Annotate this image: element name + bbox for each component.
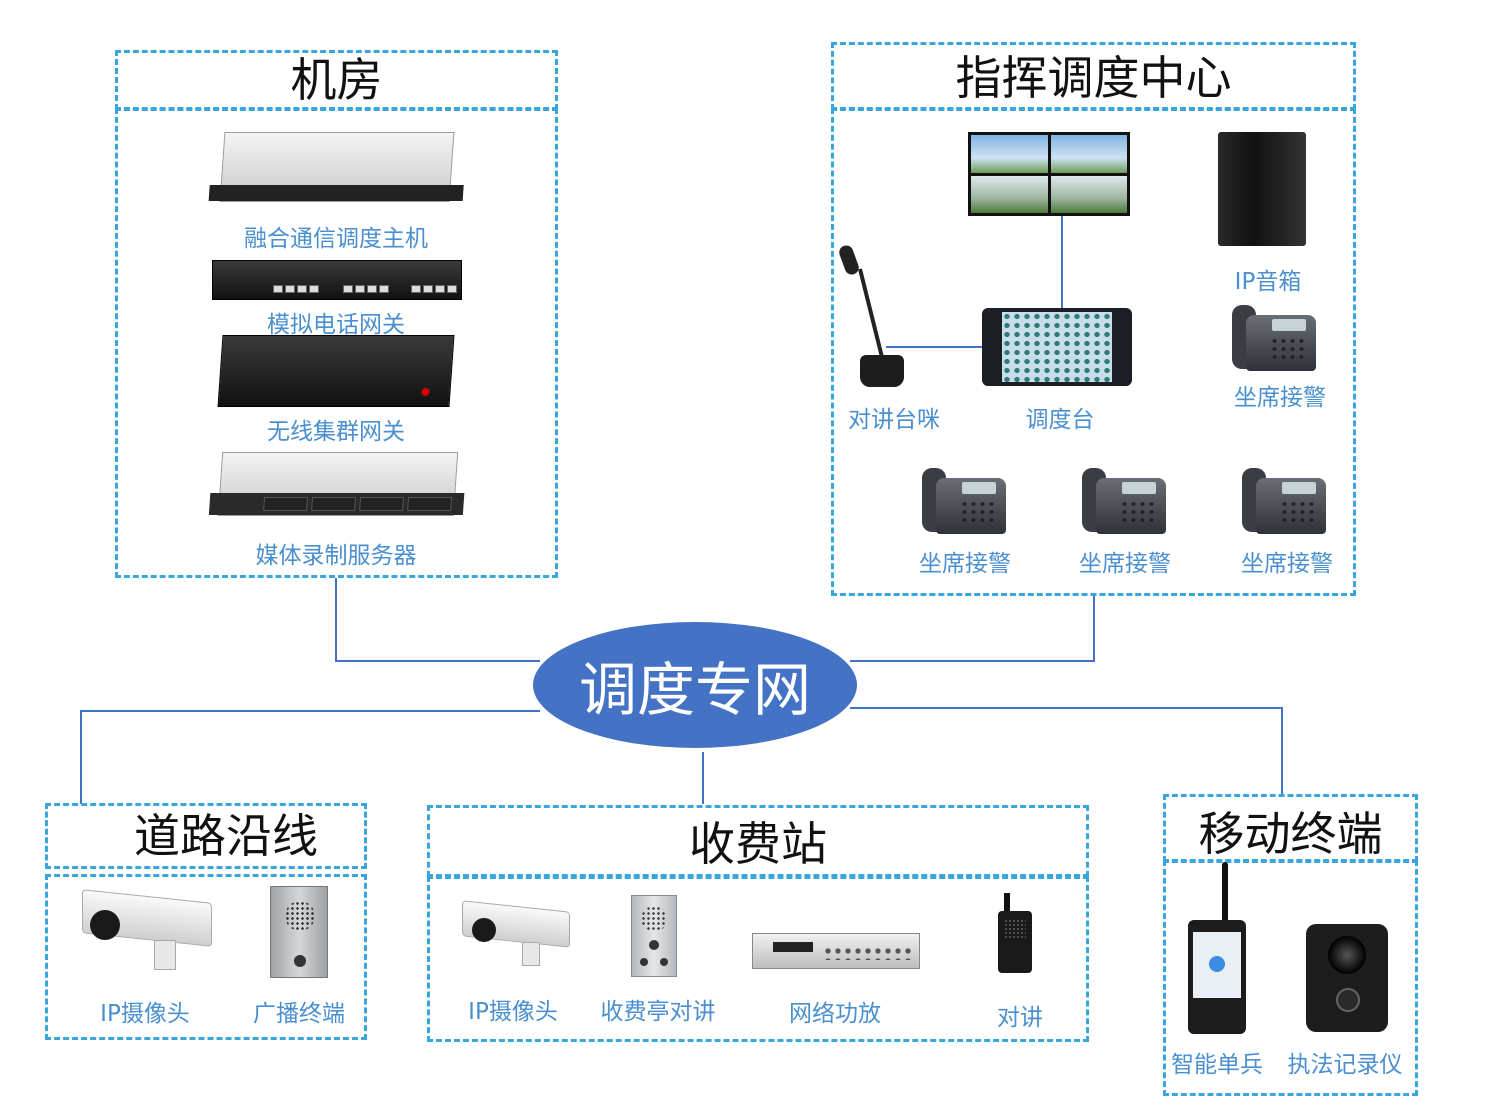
- mobile-item-1-label: 智能单兵: [1171, 1052, 1263, 1078]
- law-enforcement-recorder-image: [1306, 924, 1388, 1032]
- server-item-3-label: 无线集群网关: [267, 419, 405, 445]
- link-mobile-v: [1281, 707, 1283, 795]
- seat-phone-1-image: [922, 468, 1006, 534]
- link-roadside-h: [80, 710, 540, 712]
- link-mic-console: [886, 346, 982, 348]
- link-video-wall-console: [1061, 216, 1063, 310]
- link-toll-v: [702, 752, 704, 804]
- mobile-title: 移动终端: [1198, 807, 1383, 861]
- seat-phone-3-image: [1242, 468, 1326, 534]
- server-item-2-label: 模拟电话网关: [267, 312, 405, 338]
- roadside-box: [45, 874, 367, 1040]
- walkie-talkie-image: [998, 893, 1032, 973]
- link-server-room-hub: [335, 660, 540, 662]
- seat-top-label: 坐席接警: [1234, 385, 1326, 411]
- roadside-item-1-label: IP摄像头: [100, 1001, 190, 1027]
- mobile-item-2-label: 执法记录仪: [1287, 1052, 1403, 1078]
- link-command-down: [1093, 596, 1095, 662]
- media-recording-server-image: [208, 452, 465, 516]
- video-wall-image: [968, 132, 1130, 216]
- dispatch-network-hub: 调度专网: [533, 622, 857, 748]
- ip-speaker-label: IP音箱: [1234, 269, 1302, 295]
- toll-station-title-box: [427, 805, 1089, 877]
- seat-3-label: 坐席接警: [1241, 551, 1333, 577]
- network-amplifier-image: [752, 933, 920, 969]
- ip-speaker-image: [1218, 132, 1306, 246]
- desk-mic-image: [836, 243, 906, 395]
- wireless-trunk-gateway-image: [217, 335, 455, 407]
- server-item-4-label: 媒体录制服务器: [255, 543, 417, 569]
- roadside-title: 道路沿线: [134, 809, 318, 863]
- server-item-1-label: 融合通信调度主机: [244, 226, 428, 252]
- analog-phone-gateway-image: [212, 260, 462, 300]
- mobile-box: [1163, 860, 1418, 1096]
- link-command-hub: [850, 660, 1095, 662]
- toll-station-title: 收费站: [689, 817, 827, 871]
- seat-1-label: 坐席接警: [919, 551, 1011, 577]
- toll-item-1-label: IP摄像头: [468, 999, 558, 1025]
- dispatch-console-image: [982, 308, 1132, 386]
- server-room-box: [115, 108, 558, 578]
- command-center-title: 指挥调度中心: [955, 51, 1232, 105]
- roadside-title-box: [45, 803, 367, 869]
- command-center-box: [831, 108, 1356, 596]
- seat-phone-2-image: [1082, 468, 1166, 534]
- toll-item-3-label: 网络功放: [789, 1001, 881, 1027]
- fusion-dispatch-host-image: [208, 132, 464, 202]
- link-server-room-down: [335, 578, 337, 662]
- server-room-title: 机房: [290, 53, 383, 107]
- toll-station-box: [427, 876, 1089, 1042]
- ip-camera-roadside-image: [82, 889, 214, 974]
- toll-booth-intercom-image: [631, 895, 677, 977]
- seat-2-label: 坐席接警: [1079, 551, 1171, 577]
- smart-soldier-terminal-image: [1188, 862, 1246, 1034]
- ip-camera-toll-image: [462, 900, 572, 968]
- mic-label: 对讲台咪: [848, 407, 940, 433]
- toll-item-4-label: 对讲: [997, 1005, 1043, 1031]
- link-mobile-h: [850, 707, 1283, 709]
- broadcast-terminal-image: [270, 886, 328, 978]
- console-label: 调度台: [1025, 407, 1095, 433]
- seat-phone-top-image: [1232, 305, 1316, 371]
- roadside-item-2-label: 广播终端: [253, 1001, 345, 1027]
- toll-item-2-label: 收费亭对讲: [600, 999, 716, 1025]
- link-roadside-v: [80, 710, 82, 804]
